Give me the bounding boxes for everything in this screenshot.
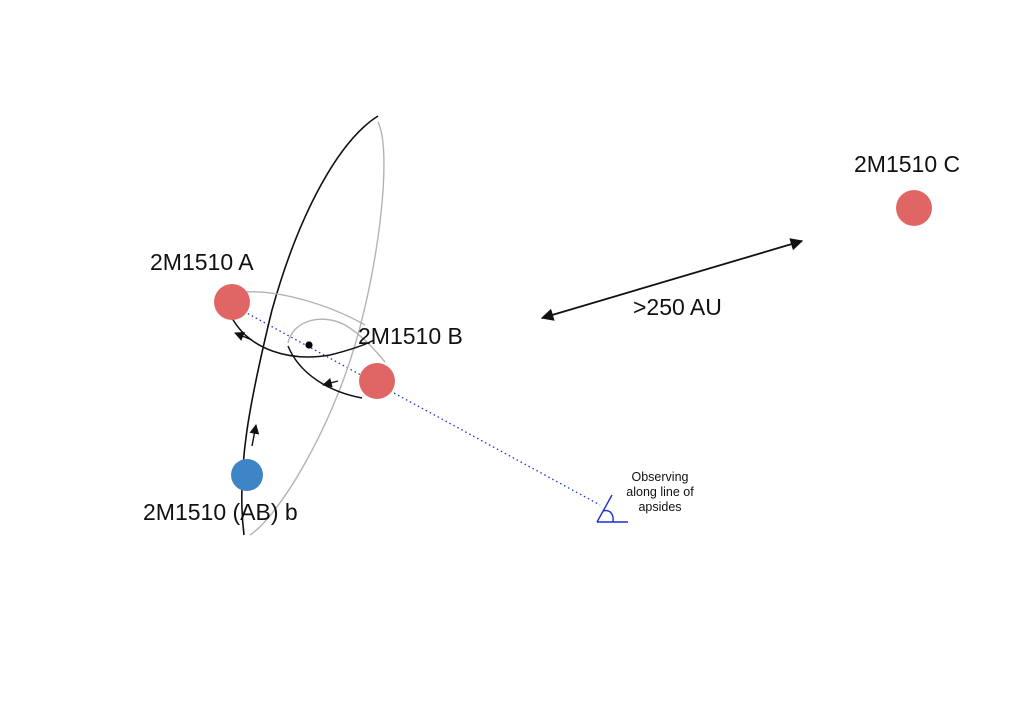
observer-note-line-3: apsides: [638, 500, 682, 514]
planet-ab-b: [231, 459, 263, 491]
separation-arrow: [540, 238, 804, 321]
star-a: [214, 284, 250, 320]
label-star-b: 2M1510 B: [358, 323, 463, 349]
star-c: [896, 190, 932, 226]
separation-label: >250 AU: [633, 294, 722, 320]
label-planet: 2M1510 (AB) b: [143, 499, 298, 525]
planet-orbit-back: [249, 121, 385, 536]
eye-icon: [596, 494, 628, 523]
barycenter-dot: [305, 341, 313, 349]
observer-note-line-1: Observing: [631, 470, 689, 484]
observer-note-line-2: along line of: [626, 485, 694, 499]
orbit-b-back: [287, 318, 386, 363]
label-star-c: 2M1510 C: [854, 151, 961, 177]
planet-orbit-arrow: [249, 424, 260, 447]
orbit-a-back: [244, 291, 366, 326]
orbit-b-front: [287, 345, 363, 399]
observer-note: Observing along line of apsides: [615, 470, 705, 515]
label-star-a: 2M1510 A: [150, 249, 254, 275]
orbit-b-arrow: [322, 377, 339, 388]
star-b: [359, 363, 395, 399]
orbit-a-arrow: [234, 331, 253, 341]
